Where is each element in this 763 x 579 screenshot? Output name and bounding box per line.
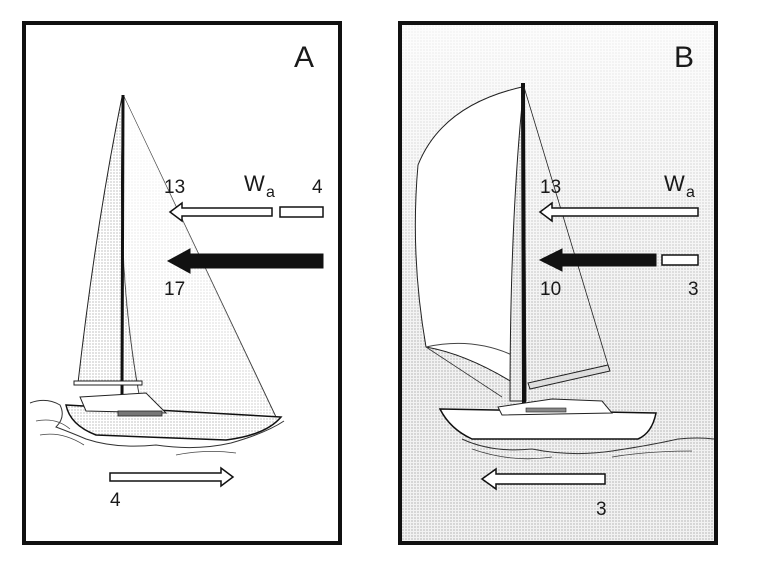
apparent-wind-label: W xyxy=(244,171,265,196)
boom xyxy=(73,380,143,386)
apparent-wind-subscript: a xyxy=(266,184,275,201)
component-box xyxy=(661,254,699,266)
lower-left-value: 10 xyxy=(540,279,561,300)
boom xyxy=(527,364,611,390)
panel-a-drawing: A 13 W a xyxy=(29,41,324,511)
sailboat-a xyxy=(29,94,285,456)
upper-left-value: 13 xyxy=(164,177,185,198)
sailboat-b xyxy=(414,82,714,460)
panel-a: A 13 W a xyxy=(22,21,342,545)
apparent-wind-label: W xyxy=(664,171,685,196)
boat-speed-arrow xyxy=(109,466,235,488)
force-arrows-b xyxy=(480,201,699,491)
apparent-wind-component-box xyxy=(279,206,324,218)
force-arrows-a xyxy=(109,201,324,488)
water-wake xyxy=(29,399,285,449)
upper-right-value: 4 xyxy=(312,177,323,198)
panel-letter: A xyxy=(294,41,314,74)
mast xyxy=(521,82,526,410)
boat-speed-arrow xyxy=(480,467,606,491)
hull xyxy=(438,408,657,440)
boat-speed-value: 3 xyxy=(596,499,607,520)
apparent-wind-arrow xyxy=(168,201,273,223)
boat-speed-value: 4 xyxy=(110,490,121,511)
spinnaker-sail xyxy=(414,86,527,392)
mast xyxy=(120,94,125,398)
lower-value: 17 xyxy=(164,279,185,300)
panel-b: B 13 xyxy=(398,21,718,545)
lower-right-value: 3 xyxy=(688,279,699,300)
panel-letter: B xyxy=(674,41,694,74)
apparent-wind-subscript: a xyxy=(686,184,695,201)
apparent-wind-arrow xyxy=(538,201,699,223)
panel-b-drawing: B 13 xyxy=(402,25,714,541)
cabin xyxy=(79,392,168,414)
resultant-force-arrow xyxy=(166,248,324,274)
resultant-force-arrow xyxy=(538,248,657,272)
upper-left-value: 13 xyxy=(540,177,561,198)
water-wake xyxy=(461,437,714,455)
